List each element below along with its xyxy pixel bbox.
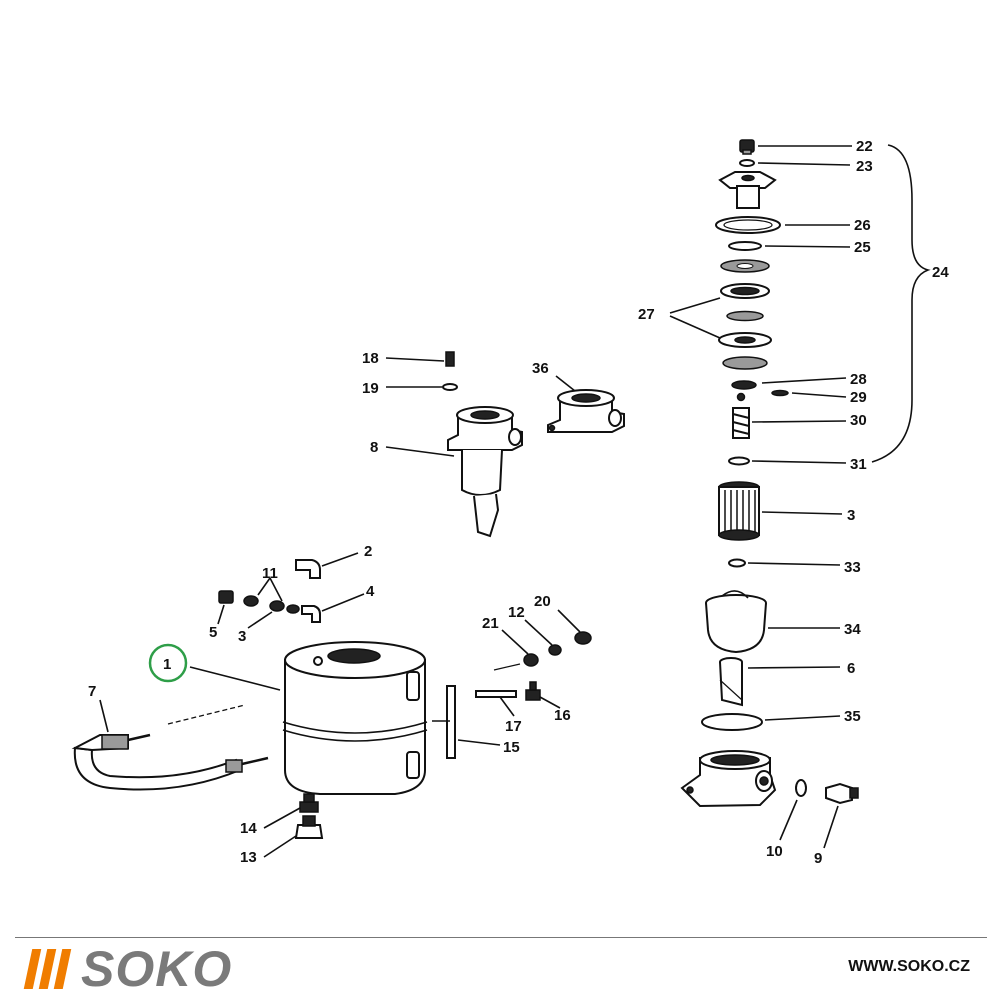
part-5-nut bbox=[218, 590, 234, 604]
part-3-filter-cartridge bbox=[718, 481, 760, 541]
part-plate-a bbox=[720, 259, 770, 273]
label-part-35[interactable]: 35 bbox=[844, 708, 861, 725]
label-part-11[interactable]: 11 bbox=[262, 565, 278, 582]
label-part-8[interactable]: 8 bbox=[370, 439, 378, 456]
label-part-29[interactable]: 29 bbox=[850, 389, 867, 406]
highlight-ring-part-1 bbox=[148, 643, 188, 683]
part-13-drain-plug bbox=[294, 815, 324, 839]
part-23-washer bbox=[739, 159, 755, 167]
label-part-10[interactable]: 10 bbox=[766, 843, 783, 860]
part-21-nut bbox=[523, 653, 539, 667]
part-15-rod bbox=[446, 685, 456, 759]
part-10-o-ring bbox=[795, 779, 807, 797]
label-part-27[interactable]: 27 bbox=[638, 306, 655, 323]
tank-assembly bbox=[71, 559, 592, 839]
label-part-25[interactable]: 25 bbox=[854, 239, 871, 256]
label-part-1[interactable]: 1 bbox=[163, 656, 171, 673]
part-6-tube bbox=[719, 657, 743, 707]
part-27-plate-b bbox=[718, 332, 772, 348]
part-18-screw bbox=[445, 351, 455, 367]
middle-filter-group bbox=[442, 351, 625, 538]
part-16-valve bbox=[525, 681, 541, 701]
label-part-3-left[interactable]: 3 bbox=[238, 628, 246, 645]
part-9-plug bbox=[825, 782, 859, 805]
part-plate-b bbox=[720, 283, 770, 299]
leader-lines-right bbox=[669, 144, 931, 849]
label-part-15[interactable]: 15 bbox=[503, 739, 520, 756]
label-part-23[interactable]: 23 bbox=[856, 158, 873, 175]
part-29-pin bbox=[771, 389, 789, 397]
part-35-seal bbox=[701, 713, 763, 731]
label-part-5[interactable]: 5 bbox=[209, 624, 217, 641]
soko-logo[interactable]: SOKO bbox=[23, 941, 233, 997]
part-2-elbow bbox=[295, 559, 321, 579]
part-20-nut bbox=[574, 631, 592, 645]
part-17-pin bbox=[475, 690, 517, 698]
label-part-17[interactable]: 17 bbox=[505, 718, 522, 735]
part-number-labels: 1 2 11 4 5 3 7 21 12 20 16 17 15 14 13 1… bbox=[88, 138, 949, 867]
part-30-spring bbox=[732, 407, 750, 439]
label-part-30[interactable]: 30 bbox=[850, 412, 867, 429]
label-part-3-right[interactable]: 3 bbox=[847, 507, 855, 524]
part-28-seat bbox=[731, 380, 757, 390]
part-3-washer bbox=[269, 600, 285, 612]
part-4-elbow bbox=[301, 605, 321, 623]
label-part-9[interactable]: 9 bbox=[814, 850, 822, 867]
label-part-22[interactable]: 22 bbox=[856, 138, 873, 155]
label-part-31[interactable]: 31 bbox=[850, 456, 867, 473]
label-part-24[interactable]: 24 bbox=[932, 264, 949, 281]
part-27-washer-a bbox=[726, 310, 764, 322]
label-part-16[interactable]: 16 bbox=[554, 707, 571, 724]
part-14-drain-valve bbox=[299, 793, 319, 813]
footer-divider bbox=[15, 937, 987, 938]
label-part-6[interactable]: 6 bbox=[847, 660, 855, 677]
website-link[interactable]: WWW.SOKO.CZ bbox=[848, 958, 970, 975]
part-plate-c bbox=[722, 356, 768, 370]
part-22-cap-screw bbox=[739, 139, 755, 155]
brand-name: SOKO bbox=[81, 941, 233, 997]
part-base-housing bbox=[680, 750, 777, 808]
label-part-4[interactable]: 4 bbox=[366, 583, 375, 600]
filter-stack-assembly bbox=[680, 139, 859, 808]
label-part-2[interactable]: 2 bbox=[364, 543, 372, 560]
label-part-19[interactable]: 19 bbox=[362, 380, 379, 397]
part-top-cover bbox=[718, 171, 777, 209]
part-25-washer bbox=[728, 241, 762, 251]
part-7-strap bbox=[71, 704, 269, 791]
part-washer-b bbox=[286, 604, 300, 614]
leader-lines-middle bbox=[385, 357, 576, 457]
label-part-18[interactable]: 18 bbox=[362, 350, 379, 367]
label-part-28[interactable]: 28 bbox=[850, 371, 867, 388]
part-12-nut bbox=[548, 644, 562, 656]
label-part-12[interactable]: 12 bbox=[508, 604, 525, 621]
part-washer-a bbox=[243, 595, 259, 607]
label-part-7[interactable]: 7 bbox=[88, 683, 96, 700]
part-33-o-ring bbox=[728, 558, 746, 568]
label-part-36[interactable]: 36 bbox=[532, 360, 549, 377]
label-part-34[interactable]: 34 bbox=[844, 621, 861, 638]
part-8-filter bbox=[447, 406, 523, 538]
part-36-filter-head bbox=[547, 389, 625, 433]
part-1-tank bbox=[282, 641, 428, 795]
part-31-ring bbox=[728, 456, 750, 466]
logo-stripes-icon bbox=[23, 949, 72, 989]
label-part-21[interactable]: 21 bbox=[482, 615, 499, 632]
label-part-20[interactable]: 20 bbox=[534, 593, 551, 610]
label-part-33[interactable]: 33 bbox=[844, 559, 861, 576]
label-part-26[interactable]: 26 bbox=[854, 217, 871, 234]
label-part-14[interactable]: 14 bbox=[240, 820, 257, 837]
label-part-13[interactable]: 13 bbox=[240, 849, 257, 866]
leader-lines-left bbox=[99, 552, 581, 858]
part-34-filter-bowl bbox=[705, 590, 767, 654]
part-19-washer bbox=[442, 383, 458, 391]
